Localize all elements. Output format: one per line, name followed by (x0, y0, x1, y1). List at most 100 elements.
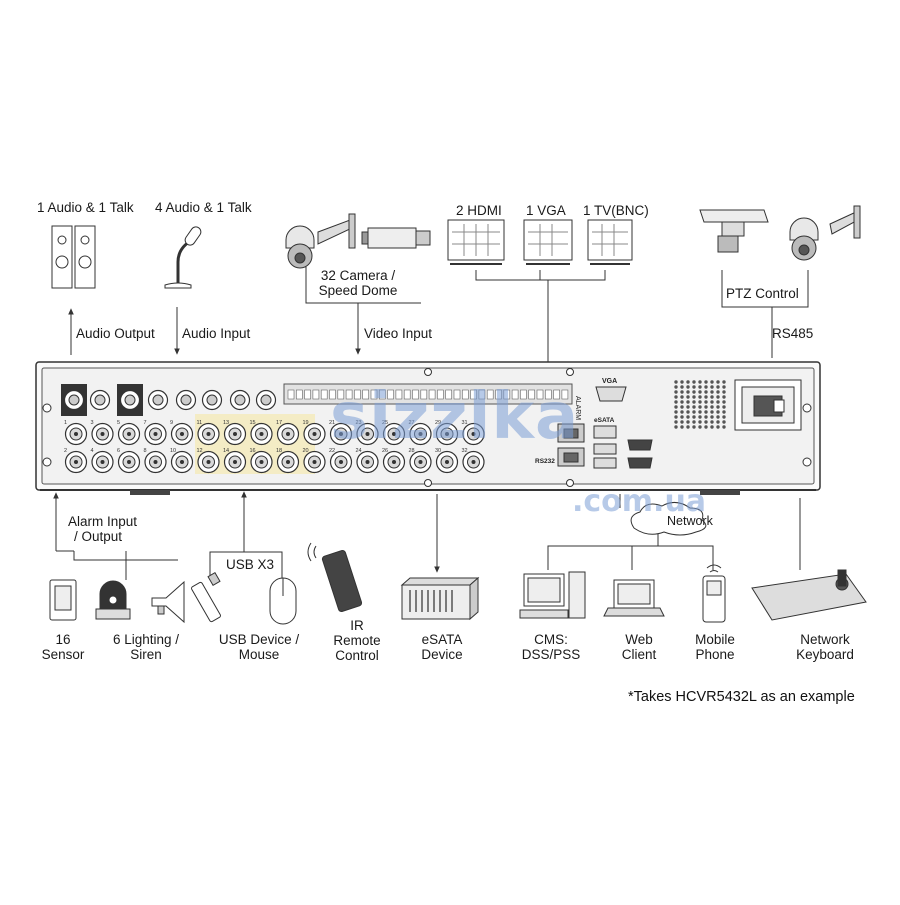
fan-hole (674, 420, 678, 424)
fan-hole (716, 380, 720, 384)
jack (175, 389, 197, 411)
label-web-line1: Web (625, 632, 653, 647)
label-usb-device-line2: Mouse (238, 647, 280, 662)
fan-hole (722, 425, 726, 429)
pan-tilt-camera-icon (699, 209, 769, 253)
bnc-connector (382, 422, 406, 446)
terminal-screw (329, 389, 336, 400)
fan-hole (692, 410, 696, 414)
fan-hole (698, 380, 702, 384)
terminal-screw (528, 389, 536, 400)
label-lighting-line1: 6 Lighting / (112, 632, 180, 647)
fan-hole (686, 395, 690, 399)
channel-number: 18 (276, 448, 282, 454)
label-audio-input: Audio Input (182, 326, 251, 341)
terminal-screw (536, 389, 544, 400)
fan-hole (698, 405, 702, 409)
fan-hole (680, 390, 684, 394)
fan-hole (710, 405, 714, 409)
label-lighting-line2: Siren (130, 647, 162, 662)
fan-hole (716, 395, 720, 399)
fan-hole (692, 415, 696, 419)
bnc-connector (250, 422, 273, 446)
fan-hole (686, 420, 690, 424)
channel-number: 17 (276, 420, 282, 426)
channel-number: 15 (250, 420, 256, 426)
fan-hole (704, 400, 708, 404)
watermark-domain: .com.ua (572, 484, 707, 519)
mouse-icon (269, 577, 297, 625)
label-cms-line2: DSS/PSS (521, 647, 581, 662)
fan-hole (680, 415, 684, 419)
jack (147, 389, 169, 411)
terminal-screw (295, 389, 303, 400)
fan-hole (722, 415, 726, 419)
bnc-connector (356, 422, 379, 446)
bnc-connector (64, 422, 88, 446)
label-mobile-line1: Mobile (695, 632, 735, 647)
bnc-connector (462, 422, 485, 446)
terminal-screw (428, 389, 436, 400)
fan-hole (716, 385, 720, 389)
fan-hole (710, 395, 714, 399)
fan-hole (680, 405, 684, 409)
fan-hole (710, 420, 714, 424)
terminal-screw (304, 389, 311, 400)
terminal-screw (387, 389, 394, 400)
fan-hole (704, 415, 708, 419)
bnc-connector (276, 450, 300, 474)
fan-hole (716, 425, 720, 429)
power-socket (734, 379, 802, 431)
network-cloud-icon (630, 502, 707, 536)
speed-dome-icon (285, 213, 356, 269)
jack (89, 389, 111, 411)
esata-port-label: eSATA (594, 417, 615, 424)
jack (61, 384, 87, 416)
channel-number: 32 (462, 448, 468, 454)
label-cms-line1: CMS: (534, 632, 568, 647)
fan-hole (716, 405, 720, 409)
label-sensor-line1: 16 (55, 632, 71, 647)
channel-number: 26 (382, 448, 388, 454)
fan-hole (692, 405, 696, 409)
usb-esata-ports (593, 425, 617, 469)
fan-hole (722, 385, 726, 389)
fan-hole (710, 380, 714, 384)
fan-hole (716, 410, 720, 414)
channel-number: 14 (223, 448, 229, 454)
bnc-connector (91, 422, 114, 446)
fan-hole (674, 400, 678, 404)
fan-hole (704, 380, 708, 384)
alarm-lamp-icon (95, 580, 131, 620)
fan-hole (680, 410, 684, 414)
label-ir-line3: Control (335, 648, 379, 663)
terminal-screw (470, 389, 477, 400)
bnc-connector (223, 422, 247, 446)
fan-hole (680, 420, 684, 424)
label-ir-line1: IR (350, 618, 364, 633)
terminal-screw (403, 389, 411, 400)
rs232-label: RS232 (535, 458, 555, 465)
channel-number: 24 (356, 448, 362, 454)
fan-hole (680, 395, 684, 399)
terminal-screw (437, 389, 444, 400)
terminal-screw (561, 389, 569, 400)
network-keyboard-icon (751, 569, 867, 621)
fan-hole (686, 425, 690, 429)
label-tv: 1 TV(BNC) (583, 203, 649, 218)
terminal-screw (412, 389, 419, 400)
bnc-connector (303, 450, 326, 474)
fan-grille (674, 380, 726, 429)
bnc-connector (462, 450, 485, 474)
bnc-connector (329, 422, 353, 446)
fan-hole (698, 385, 702, 389)
terminal-screw (362, 389, 370, 400)
fan-hole (722, 420, 726, 424)
fan-hole (710, 400, 714, 404)
label-vga: 1 VGA (526, 203, 566, 218)
bnc-connector (170, 422, 194, 446)
label-audio-talk-in: 4 Audio & 1 Talk (155, 200, 252, 215)
channel-number: 10 (170, 448, 176, 454)
fan-hole (692, 390, 696, 394)
